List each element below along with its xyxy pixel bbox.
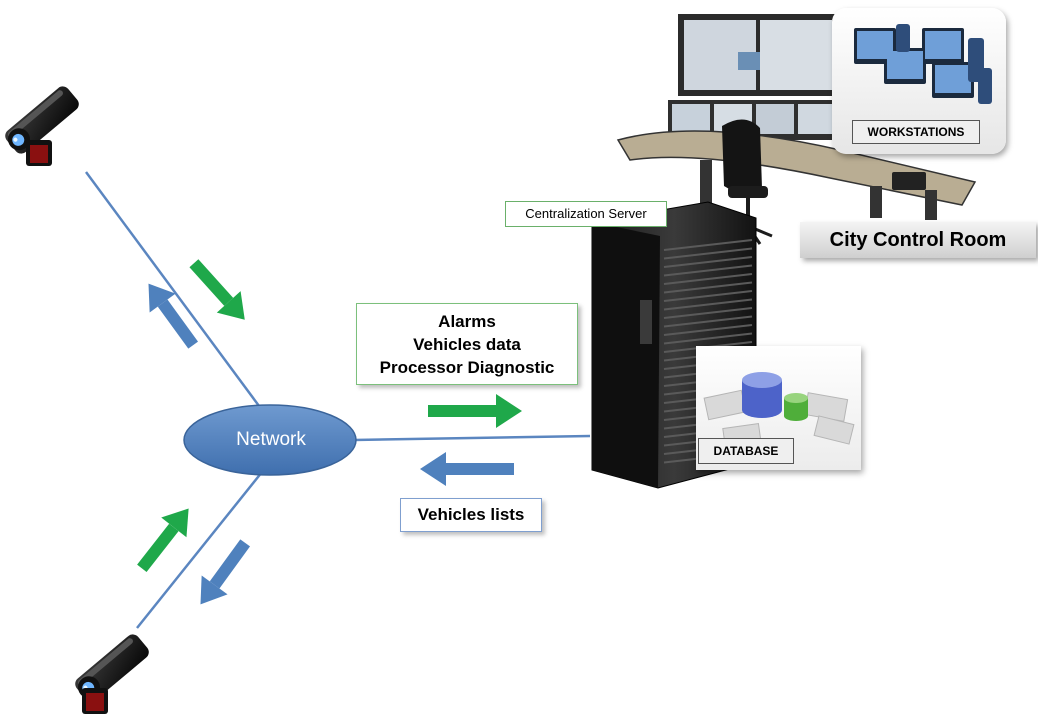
link-server — [353, 434, 591, 442]
arrow-icon — [148, 283, 199, 349]
server-slot — [663, 290, 753, 302]
server-slot — [663, 247, 753, 260]
link-bottom-camera — [136, 471, 263, 629]
network-node — [183, 404, 357, 476]
server-slot — [663, 307, 753, 319]
server-slot — [663, 324, 753, 336]
arrow-icon — [420, 452, 514, 486]
camera-light — [86, 693, 104, 711]
server-slot — [663, 239, 753, 251]
server-slot — [663, 264, 753, 277]
server-slot — [663, 281, 753, 294]
workstation-icon — [854, 24, 992, 104]
camera-light — [30, 145, 48, 163]
control-room-illustration — [616, 14, 977, 245]
arrow-icon — [137, 508, 189, 573]
arrow-icon — [189, 259, 245, 320]
camera-icon — [5, 86, 79, 154]
server-slot — [663, 315, 753, 328]
arrow-icon — [200, 539, 251, 605]
city-control-room-label: City Control Room — [800, 222, 1036, 258]
server-slot — [663, 298, 753, 311]
callout-line-vehicles-data: Vehicles data — [413, 335, 521, 354]
database-label: DATABASE — [698, 438, 794, 464]
workstations-label: WORKSTATIONS — [852, 120, 980, 144]
connection-lines — [84, 171, 591, 629]
link-top-camera — [84, 171, 264, 411]
centralization-server-label: Centralization Server — [505, 201, 667, 227]
callout-line-processor-diagnostic: Processor Diagnostic — [379, 358, 555, 377]
network-label: Network — [236, 429, 306, 450]
server-slot — [663, 256, 753, 268]
server-slot — [663, 273, 753, 285]
server-slot — [663, 332, 753, 345]
arrow-icon — [428, 394, 522, 428]
vehicles-lists-callout: Vehicles lists — [400, 498, 542, 532]
uplink-data-callout: Alarms Vehicles data Processor Diagnosti… — [356, 303, 578, 385]
callout-line-alarms: Alarms — [438, 312, 496, 331]
